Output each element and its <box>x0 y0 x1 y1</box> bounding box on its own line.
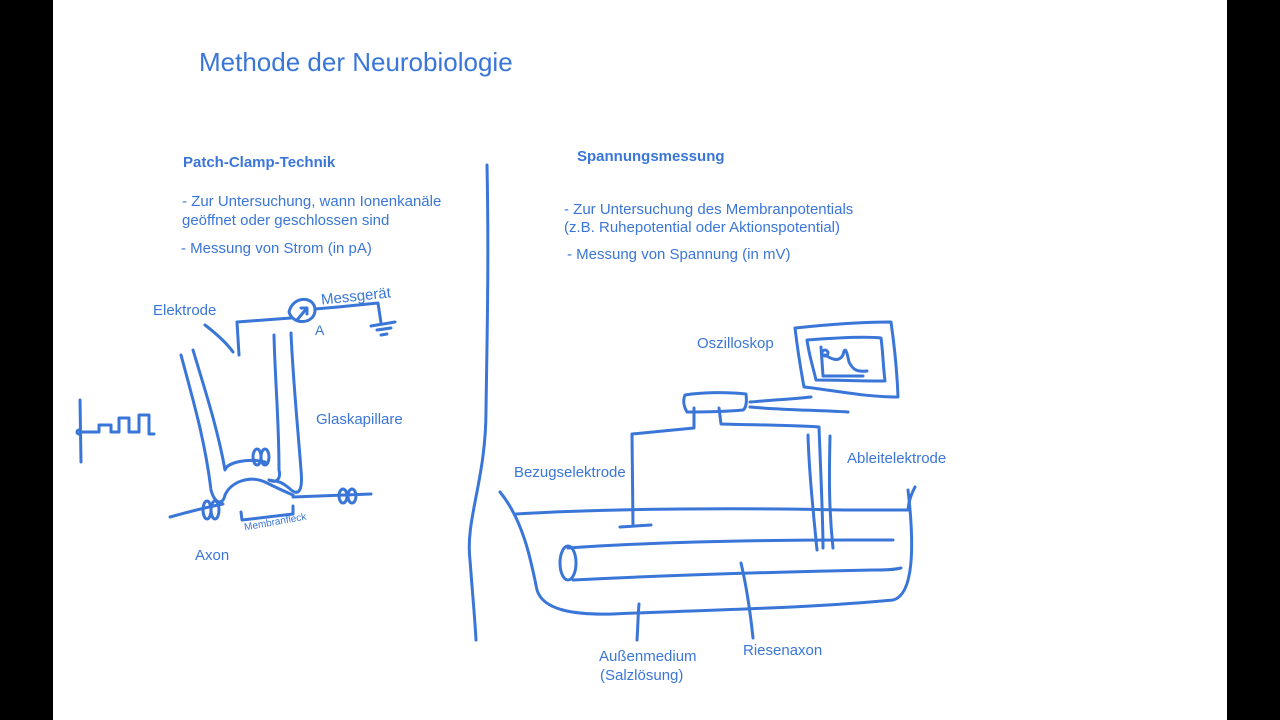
electrode-wire <box>235 316 293 357</box>
right-heading: Spannungsmessung <box>577 148 725 165</box>
oscilloscope-signal <box>819 345 869 378</box>
label-oszilloskop: Oszilloskop <box>697 335 774 352</box>
page-title: Methode der Neurobiologie <box>199 47 513 77</box>
channel-right-2 <box>346 487 358 505</box>
riesenaxon-tube <box>566 538 895 550</box>
capillary-outer-right <box>267 331 303 494</box>
right-bullet-2: - Messung von Spannung (in mV) <box>567 246 791 263</box>
channel-left-2 <box>209 499 221 521</box>
current-trace <box>78 398 156 464</box>
right-bullet-1b: (z.B. Ruhepotential oder Aktionspotentia… <box>564 219 840 236</box>
amplifier-to-scope <box>748 395 850 414</box>
axon-membrane <box>168 492 373 519</box>
right-bullet-1a: - Zur Untersuchung des Membranpotentials <box>564 201 854 218</box>
whiteboard: Methode der Neurobiologie Patch-Clamp-Te… <box>53 0 1227 720</box>
left-heading: Patch-Clamp-Technik <box>183 154 336 171</box>
ableit-pointer <box>827 434 835 550</box>
signal-dot <box>820 348 830 358</box>
amplifier-box <box>682 391 748 414</box>
trace-dot <box>75 428 83 436</box>
capillary-inner-left <box>191 348 267 472</box>
label-salzloesung: (Salzlösung) <box>600 667 684 684</box>
bath-water-line <box>514 507 910 516</box>
meter-circle <box>287 297 317 323</box>
bath-container <box>498 488 914 616</box>
wire-right <box>717 406 825 550</box>
meter-wire <box>313 301 397 337</box>
meter-arrow <box>295 306 309 322</box>
left-bullet-1b: geöffnet oder geschlossen sind <box>182 212 390 229</box>
label-axon: Axon <box>195 547 230 564</box>
label-ableitelektrode: Ableitelektrode <box>847 450 947 467</box>
riesenaxon-tube-bottom <box>571 566 903 582</box>
ableit-electrode <box>806 433 819 552</box>
label-elektrode: Elektrode <box>153 302 217 319</box>
riesenaxon-end <box>558 544 578 582</box>
wire-left <box>618 406 696 529</box>
label-glaskapillare: Glaskapillare <box>316 411 403 428</box>
capillary-outer-left <box>179 353 227 504</box>
label-riesenaxon: Riesenaxon <box>743 642 823 659</box>
label-bezugselektrode: Bezugselektrode <box>514 464 626 481</box>
elektrode-pointer <box>203 323 235 354</box>
left-bullet-1a: - Zur Untersuchung, wann Ionenkanäle <box>182 193 442 210</box>
tip-region <box>223 477 295 497</box>
channel-top-2 <box>259 447 271 467</box>
oscilloscope-screen <box>805 335 887 383</box>
oscilloscope-case <box>793 320 900 399</box>
membranfleck-bracket <box>239 504 295 522</box>
aussenmedium-pointer <box>635 602 641 642</box>
hand-drawn-sketches <box>75 163 917 642</box>
left-bullet-2: - Messung von Strom (in pA) <box>181 240 372 257</box>
divider-line <box>467 163 490 642</box>
riesenaxon-pointer <box>739 561 755 640</box>
capillary-inner-right <box>267 333 281 483</box>
label-aussenmedium: Außenmedium <box>599 648 697 665</box>
tray-right-edge <box>906 485 917 512</box>
label-ampere: A <box>315 322 325 338</box>
